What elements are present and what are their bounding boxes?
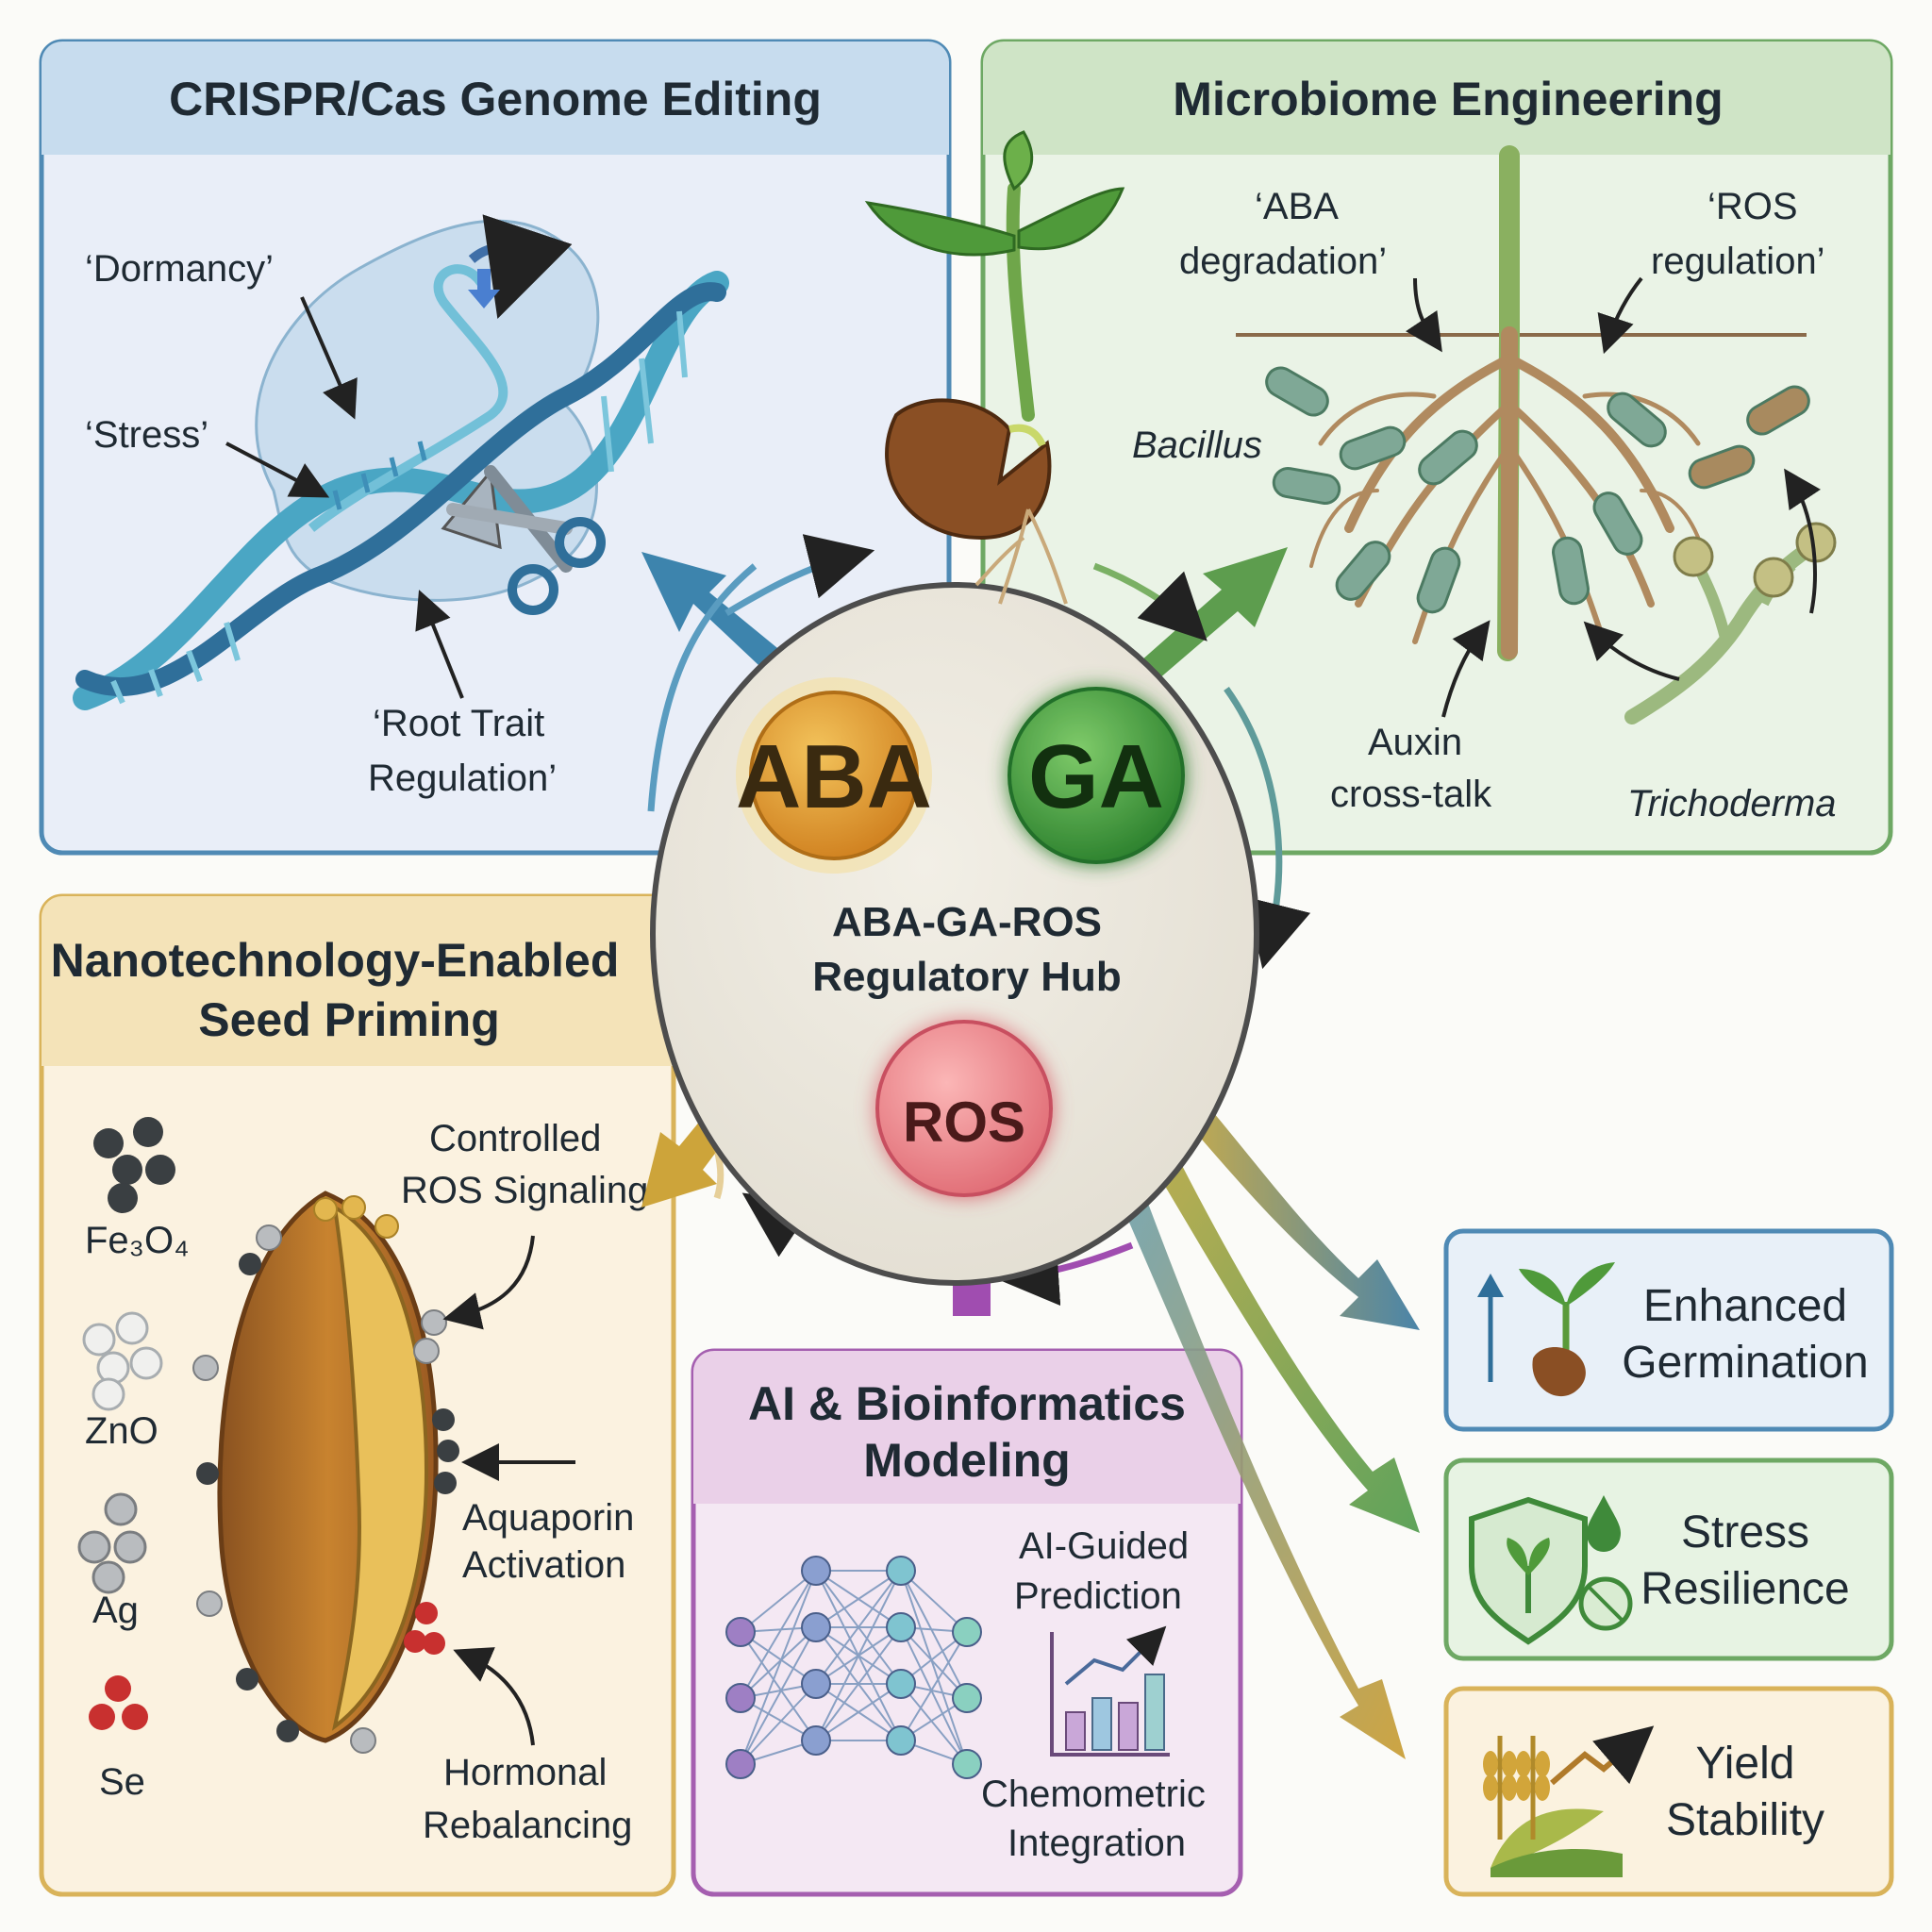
label-hormonal-1: Hormonal bbox=[443, 1752, 607, 1793]
label-controlled-2: ROS Signaling bbox=[401, 1170, 648, 1211]
label-ai-guided-1: AI-Guided bbox=[1019, 1525, 1189, 1567]
nano-title-1: Nanotechnology-Enabled bbox=[51, 934, 620, 987]
ga-label: GA bbox=[1028, 726, 1164, 827]
label-ros-regulation-1: ‘ROS bbox=[1707, 186, 1798, 227]
label-ai-guided-2: Prediction bbox=[1014, 1575, 1182, 1617]
particle-label-fe3o4: Fe₃O₄ bbox=[85, 1220, 189, 1261]
crispr-label-root-1: ‘Root Trait bbox=[373, 703, 544, 744]
outcome-stress-2: Resilience bbox=[1641, 1564, 1849, 1614]
hub-title-2: Regulatory Hub bbox=[812, 954, 1122, 1000]
ai-title-1: AI & Bioinformatics bbox=[748, 1377, 1186, 1430]
shield-icon bbox=[1469, 1496, 1588, 1645]
aba-label: ABA bbox=[736, 726, 932, 827]
microbiome-title: Microbiome Engineering bbox=[1173, 73, 1723, 125]
ros-label: ROS bbox=[903, 1091, 1025, 1154]
ros-circle: ROS bbox=[875, 1020, 1053, 1197]
bar-chart-icon bbox=[1050, 1625, 1170, 1757]
particle-label-zno: ZnO bbox=[85, 1410, 158, 1452]
particles-fe3o4 bbox=[93, 1117, 175, 1213]
label-chemometric-2: Integration bbox=[1008, 1823, 1186, 1864]
nano-title-2: Seed Priming bbox=[198, 993, 500, 1046]
label-aba-degradation-2: degradation’ bbox=[1179, 241, 1387, 282]
guide-rna bbox=[308, 214, 573, 532]
particles-zno bbox=[82, 1311, 163, 1411]
crispr-title: CRISPR/Cas Genome Editing bbox=[169, 73, 822, 125]
particles-se bbox=[89, 1675, 148, 1730]
label-auxin-2: cross-talk bbox=[1330, 774, 1492, 815]
germinating-seed-icon bbox=[864, 130, 1125, 605]
outcome-yield-2: Stability bbox=[1666, 1795, 1824, 1845]
particle-label-se: Se bbox=[99, 1761, 145, 1803]
microbiome-panel: Microbiome Engineering bbox=[980, 39, 1893, 856]
trend-up-icon bbox=[1550, 1725, 1655, 1786]
outcome-yield-1: Yield bbox=[1696, 1739, 1795, 1789]
outcome-stress-1: Stress bbox=[1681, 1507, 1809, 1557]
ga-circle: GA bbox=[1008, 687, 1185, 864]
dna-helix bbox=[73, 271, 729, 710]
label-aquaporin-1: Aquaporin bbox=[462, 1497, 634, 1539]
crispr-panel: CRISPR/Cas Genome Editing bbox=[39, 39, 952, 856]
crispr-label-root-2: Regulation’ bbox=[368, 758, 557, 799]
nano-panel: Nanotechnology-Enabled Seed Priming Fe₃O… bbox=[39, 893, 676, 1897]
primed-seed bbox=[192, 1191, 459, 1754]
label-hormonal-2: Rebalancing bbox=[423, 1805, 632, 1846]
hub-title-1: ABA-GA-ROS bbox=[832, 899, 1102, 945]
aba-circle: ABA bbox=[736, 677, 932, 874]
scissors-icon bbox=[441, 465, 606, 615]
label-auxin-1: Auxin bbox=[1368, 722, 1462, 763]
crispr-label-stress: ‘Stress’ bbox=[85, 414, 208, 456]
label-ros-regulation-2: regulation’ bbox=[1651, 241, 1825, 282]
label-trichoderma: Trichoderma bbox=[1627, 783, 1837, 824]
outcome-germination-2: Germination bbox=[1622, 1338, 1868, 1388]
particle-label-ag: Ag bbox=[92, 1590, 139, 1631]
label-controlled-1: Controlled bbox=[429, 1118, 601, 1159]
ai-title-2: Modeling bbox=[863, 1434, 1070, 1487]
bacteria-cluster bbox=[1265, 366, 1810, 614]
root-system bbox=[1309, 145, 1709, 661]
growth-arrow-icon bbox=[1477, 1274, 1504, 1382]
sprout-icon bbox=[1519, 1262, 1615, 1397]
regulatory-hub: ABA GA ABA-GA-ROS Regulatory Hub ROS bbox=[650, 582, 1259, 1286]
label-aba-degradation-1: ‘ABA bbox=[1255, 186, 1339, 227]
trichoderma-fungus bbox=[1624, 522, 1837, 724]
crispr-label-dormancy: ‘Dormancy’ bbox=[85, 248, 274, 290]
label-bacillus: Bacillus bbox=[1132, 425, 1262, 466]
wheat-icon bbox=[1483, 1736, 1623, 1877]
label-chemometric-1: Chemometric bbox=[981, 1774, 1206, 1815]
outcome-yield-stability: Yield Stability bbox=[1443, 1686, 1894, 1897]
water-drop-icon bbox=[1587, 1495, 1621, 1552]
outcome-stress-resilience: Stress Resilience bbox=[1443, 1457, 1894, 1661]
down-arrow-icon bbox=[468, 269, 500, 308]
outcome-flow-arrows bbox=[1108, 1094, 1420, 1759]
ai-panel: AI & Bioinformatics Modeling AI-Guided bbox=[691, 1348, 1243, 1897]
outcome-enhanced-germination: Enhanced Germination bbox=[1443, 1228, 1894, 1432]
outcome-germination-1: Enhanced bbox=[1643, 1281, 1847, 1331]
neural-network bbox=[725, 1556, 982, 1779]
label-aquaporin-2: Activation bbox=[462, 1544, 625, 1586]
pathogen-icon bbox=[1578, 1576, 1633, 1631]
particles-ag bbox=[77, 1492, 147, 1594]
